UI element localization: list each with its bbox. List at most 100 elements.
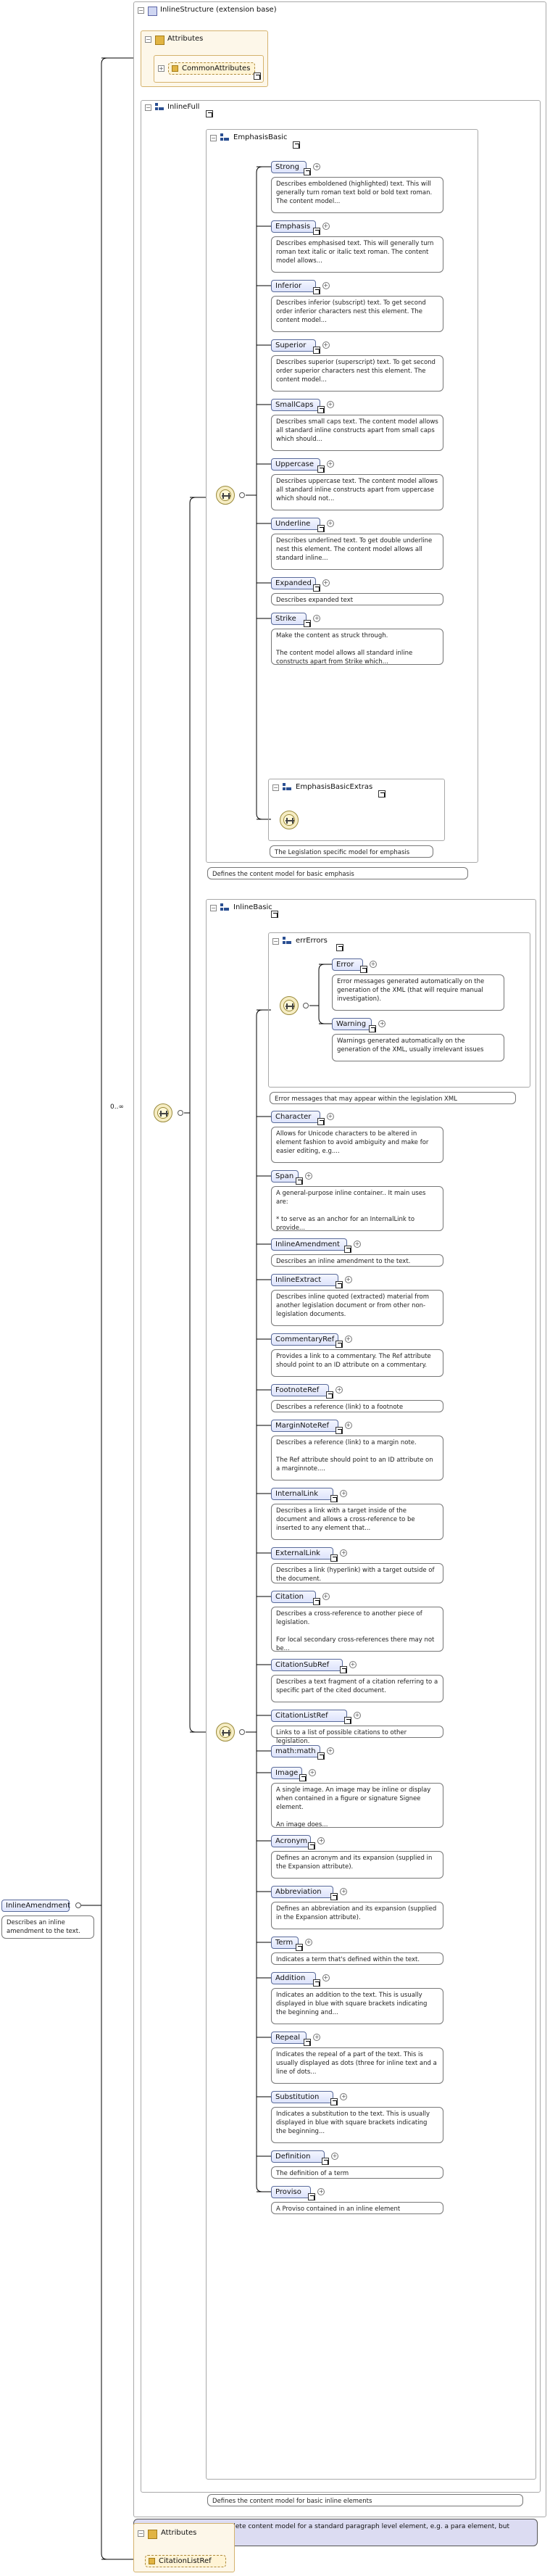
link-icon[interactable]	[360, 966, 367, 973]
link-icon[interactable]	[330, 1554, 338, 1562]
expand-plus-icon[interactable]: +	[322, 223, 330, 230]
expand-plus-icon[interactable]: +	[344, 1335, 352, 1343]
expand-plus-icon[interactable]: +	[317, 1837, 325, 1844]
link-icon[interactable]	[296, 1944, 303, 1951]
element-warning[interactable]: Warning	[332, 1018, 372, 1030]
link-icon[interactable]	[312, 1598, 320, 1605]
link-icon[interactable]	[344, 1246, 351, 1253]
element-math-math[interactable]: math:math	[271, 1745, 320, 1757]
expand-plus-icon[interactable]: +	[344, 1276, 352, 1283]
element-character[interactable]: Character	[271, 1111, 320, 1123]
element-emphasis[interactable]: Emphasis	[271, 220, 316, 233]
element-error[interactable]: Error	[332, 958, 363, 971]
expand-plus-icon[interactable]: +	[322, 341, 330, 349]
link-icon[interactable]	[312, 584, 320, 592]
expand-plus-icon[interactable]: +	[313, 615, 321, 622]
link-icon[interactable]	[330, 1893, 338, 1900]
expand-plus-icon[interactable]: +	[326, 460, 334, 468]
element-strong[interactable]: Strong	[271, 161, 307, 173]
element-repeal[interactable]: Repeal	[271, 2032, 307, 2044]
expand-plus-icon[interactable]: +	[305, 1172, 312, 1180]
element-footnoteref[interactable]: FootnoteRef	[271, 1384, 330, 1396]
expand-plus-icon[interactable]: +	[354, 1712, 361, 1719]
link-icon[interactable]	[308, 1842, 316, 1850]
element-citationsubref[interactable]: CitationSubRef	[271, 1659, 343, 1671]
expand-plus-icon[interactable]: +	[344, 1422, 352, 1429]
link-icon[interactable]	[335, 1427, 343, 1434]
link-icon[interactable]	[317, 1752, 325, 1760]
element-substitution[interactable]: Substitution	[271, 2091, 334, 2103]
link-icon[interactable]	[378, 790, 386, 798]
element-term[interactable]: Term	[271, 1937, 299, 1949]
element-proviso[interactable]: Proviso	[271, 2186, 312, 2198]
element-expanded[interactable]: Expanded	[271, 577, 316, 589]
element-smallcaps[interactable]: SmallCaps	[271, 399, 320, 411]
expand-plus-icon[interactable]: +	[313, 2034, 321, 2041]
inline-basic-toggle[interactable]: −	[210, 905, 217, 911]
link-icon[interactable]	[330, 2098, 338, 2105]
element-citation[interactable]: Citation	[271, 1591, 316, 1603]
expand-plus-icon[interactable]: +	[331, 2153, 338, 2160]
expand-plus-icon[interactable]: +	[370, 961, 377, 968]
attribute-group-toggle[interactable]: +	[158, 65, 164, 72]
element-externallink[interactable]: ExternalLink	[271, 1547, 334, 1560]
expand-plus-icon[interactable]: +	[349, 1661, 357, 1668]
emphasis-basic-toggle[interactable]: −	[210, 135, 217, 141]
element-abbreviation[interactable]: Abbreviation	[271, 1886, 334, 1898]
link-icon[interactable]	[326, 1391, 334, 1399]
element-definition[interactable]: Definition	[271, 2150, 325, 2163]
collapse-toggle[interactable]: −	[138, 7, 144, 14]
link-icon[interactable]	[296, 1177, 303, 1185]
expand-plus-icon[interactable]: +	[317, 2188, 325, 2195]
link-icon[interactable]	[335, 1341, 343, 1348]
link-icon[interactable]	[312, 1979, 320, 1987]
expand-plus-icon[interactable]: +	[322, 282, 330, 289]
expand-plus-icon[interactable]: +	[336, 1386, 343, 1393]
link-icon[interactable]	[308, 2193, 316, 2200]
link-icon[interactable]	[312, 228, 320, 235]
element-acronym[interactable]: Acronym	[271, 1835, 312, 1847]
attribute-group-common-attributes[interactable]: CommonAttributes	[168, 62, 255, 75]
link-icon[interactable]	[206, 110, 213, 117]
element-span[interactable]: Span	[271, 1170, 299, 1183]
link-icon[interactable]	[304, 168, 312, 175]
element-internallink[interactable]: InternalLink	[271, 1488, 334, 1500]
link-icon[interactable]	[317, 406, 325, 413]
link-icon[interactable]	[293, 141, 300, 149]
link-icon[interactable]	[335, 1281, 343, 1288]
link-icon[interactable]	[304, 2039, 312, 2046]
expand-plus-icon[interactable]: +	[326, 520, 334, 527]
link-icon[interactable]	[312, 347, 320, 354]
expand-plus-icon[interactable]: +	[326, 1113, 334, 1120]
element-uppercase[interactable]: Uppercase	[271, 458, 320, 471]
expand-plus-icon[interactable]: +	[305, 1939, 312, 1946]
link-icon[interactable]	[339, 1666, 347, 1673]
element-inferior[interactable]: Inferior	[271, 280, 316, 292]
link-icon[interactable]	[317, 525, 325, 532]
emphasis-extras-toggle[interactable]: −	[272, 784, 279, 791]
attributes-toggle[interactable]: −	[138, 2530, 144, 2537]
expand-plus-icon[interactable]: +	[326, 401, 334, 408]
link-icon[interactable]	[317, 465, 325, 473]
expand-plus-icon[interactable]: +	[322, 1593, 330, 1600]
attributes-toggle[interactable]: −	[145, 36, 151, 43]
element-citationlistref[interactable]: CitationListRef	[271, 1710, 347, 1722]
expand-plus-icon[interactable]: +	[322, 579, 330, 587]
expand-plus-icon[interactable]: +	[313, 163, 321, 170]
element-superior[interactable]: Superior	[271, 339, 316, 352]
root-element-inline-amendment[interactable]: InlineAmendment	[1, 1900, 70, 1912]
expand-plus-icon[interactable]: +	[322, 1974, 330, 1981]
expand-plus-icon[interactable]: +	[309, 1769, 316, 1776]
inline-full-toggle[interactable]: −	[145, 104, 151, 111]
expand-plus-icon[interactable]: +	[354, 1241, 361, 1248]
element-marginnoteref[interactable]: MarginNoteRef	[271, 1420, 338, 1432]
link-icon[interactable]	[344, 1717, 351, 1724]
expand-plus-icon[interactable]: +	[340, 1888, 348, 1895]
attribute-citation-list-ref[interactable]: CitationListRef	[145, 2555, 226, 2567]
link-icon[interactable]	[317, 1118, 325, 1125]
element-addition[interactable]: Addition	[271, 1972, 316, 1984]
expand-plus-icon[interactable]: +	[340, 2093, 348, 2100]
expand-plus-icon[interactable]: +	[326, 1747, 334, 1755]
link-icon[interactable]	[299, 1774, 307, 1781]
expand-plus-icon[interactable]: +	[378, 1020, 386, 1027]
